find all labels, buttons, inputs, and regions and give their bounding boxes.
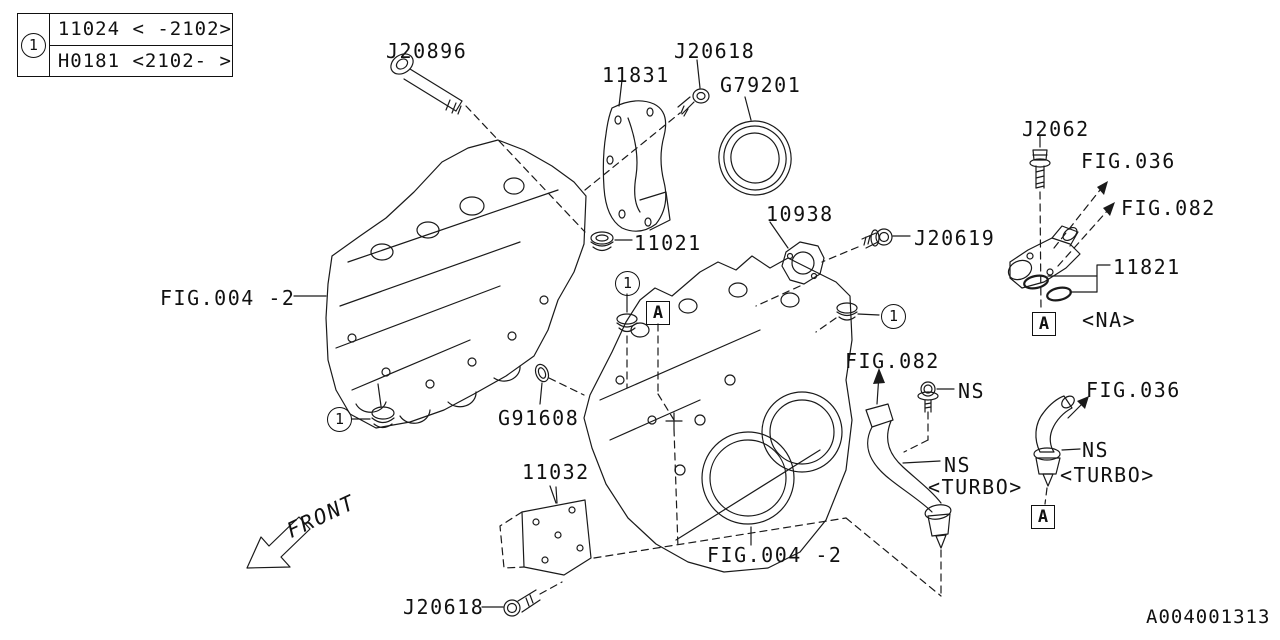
marker-1-text: 1 bbox=[334, 410, 345, 428]
oring-g91608-drawing bbox=[534, 363, 585, 405]
leader-lines-drawing bbox=[293, 295, 752, 546]
part-label-j20618-bottom[interactable]: J20618 bbox=[403, 595, 485, 619]
part-label-g79201[interactable]: G79201 bbox=[720, 73, 802, 97]
inlet-11821-na-drawing bbox=[1007, 181, 1115, 311]
plug-marker1-right-drawing bbox=[815, 302, 880, 333]
bolt-ns-mid-drawing bbox=[903, 381, 955, 453]
plug-marker1-left-drawing bbox=[351, 383, 395, 429]
legend-marker-text: 1 bbox=[28, 35, 38, 54]
variant-label-na: <NA> bbox=[1082, 308, 1137, 332]
bolt-j20619-drawing bbox=[861, 228, 911, 249]
circled-1-icon: 1 bbox=[20, 32, 46, 58]
diagram-id: A004001313 bbox=[1146, 606, 1271, 628]
ns-label-elbow: NS bbox=[1082, 438, 1110, 462]
circled-1-icon: 1 bbox=[881, 304, 906, 329]
legend-row-2: H0181 <2102- > bbox=[57, 49, 232, 72]
variant-label-turbo-elbow: <TURBO> bbox=[1060, 463, 1155, 487]
boxed-a-icon: A bbox=[1032, 312, 1056, 336]
marker-1-text: 1 bbox=[888, 307, 899, 325]
legend-box: 1 11024 < -2102> H0181 <2102- > bbox=[17, 13, 233, 77]
plug-11021-drawing bbox=[590, 231, 633, 252]
legend-marker-cell: 1 bbox=[18, 14, 50, 76]
seal-g79201-drawing bbox=[718, 96, 792, 196]
part-label-j2062[interactable]: J2062 bbox=[1022, 117, 1090, 141]
variant-label-turbo-pipe: <TURBO> bbox=[928, 475, 1023, 499]
part-label-11032[interactable]: 11032 bbox=[522, 460, 590, 484]
figure-ref-fig082-mid[interactable]: FIG.082 bbox=[845, 349, 940, 373]
plate-11032-drawing bbox=[499, 486, 592, 576]
boxed-a-icon: A bbox=[1031, 505, 1055, 529]
part-label-g91608[interactable]: G91608 bbox=[498, 406, 580, 430]
marker-a-center-axis-drawing bbox=[657, 323, 683, 549]
bolt-j20896-drawing bbox=[390, 53, 586, 233]
marker-a-text: A bbox=[652, 302, 664, 323]
plug-marker1-center-drawing bbox=[616, 293, 638, 389]
turbo-pipe-drawing bbox=[845, 368, 952, 597]
boxed-a-icon: A bbox=[646, 301, 670, 325]
ns-label-mid: NS bbox=[958, 379, 986, 403]
front-arrow-icon bbox=[246, 516, 311, 569]
part-label-11021[interactable]: 11021 bbox=[634, 231, 702, 255]
figure-ref-fig004-bottom[interactable]: FIG.004 -2 bbox=[707, 543, 843, 567]
part-label-j20896[interactable]: J20896 bbox=[386, 39, 468, 63]
part-label-10938[interactable]: 10938 bbox=[766, 202, 834, 226]
legend-rows: 11024 < -2102> H0181 <2102- > bbox=[49, 14, 232, 76]
cover-11831-drawing bbox=[584, 79, 681, 232]
bolt-j20618-bottom-drawing bbox=[481, 517, 847, 617]
part-label-j20618-top[interactable]: J20618 bbox=[674, 39, 756, 63]
cylinder-block-center-drawing bbox=[583, 255, 853, 573]
part-label-11821[interactable]: 11821 bbox=[1113, 255, 1181, 279]
circled-1-icon: 1 bbox=[327, 407, 352, 432]
marker-a-text: A bbox=[1037, 506, 1049, 527]
marker-a-text: A bbox=[1038, 313, 1050, 334]
figure-ref-fig036-na[interactable]: FIG.036 bbox=[1081, 149, 1176, 173]
legend-row-1: 11024 < -2102> bbox=[49, 14, 232, 46]
ns-label-pipe: NS bbox=[944, 453, 972, 477]
circled-1-icon: 1 bbox=[615, 271, 640, 296]
bolt-j2062-drawing bbox=[1029, 135, 1051, 189]
figure-ref-fig036-turbo[interactable]: FIG.036 bbox=[1086, 378, 1181, 402]
part-label-11831[interactable]: 11831 bbox=[602, 63, 670, 87]
cylinder-block-left-drawing bbox=[325, 139, 587, 429]
figure-ref-fig082-na[interactable]: FIG.082 bbox=[1121, 196, 1216, 220]
part-label-j20619[interactable]: J20619 bbox=[914, 226, 996, 250]
turbo-elbow-drawing bbox=[1033, 395, 1089, 505]
figure-ref-fig004-left[interactable]: FIG.004 -2 bbox=[160, 286, 296, 310]
marker-1-text: 1 bbox=[622, 274, 633, 292]
bracket-10938-drawing bbox=[755, 221, 859, 307]
bolt-j20618-top-drawing bbox=[677, 59, 710, 117]
